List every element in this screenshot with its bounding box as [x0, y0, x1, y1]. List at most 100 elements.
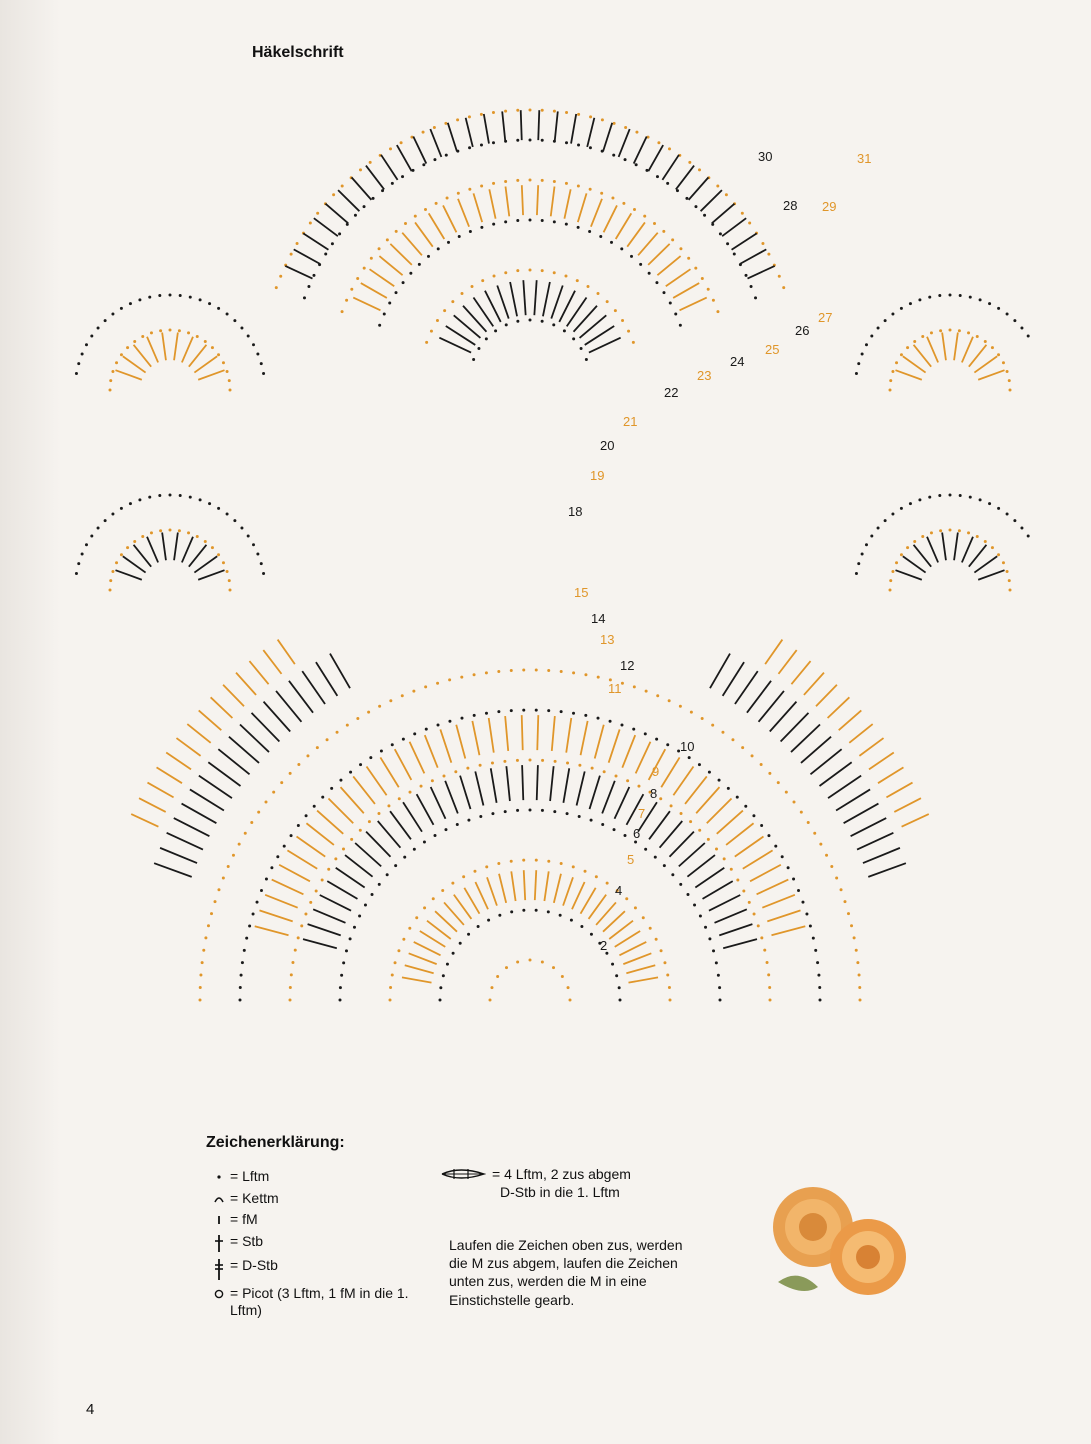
chain-dot: [889, 379, 893, 383]
stitch-mark: [826, 696, 850, 719]
stitch-mark: [302, 938, 338, 950]
stitch-mark: [453, 894, 473, 920]
stitch-mark: [464, 117, 474, 148]
stitch-mark: [867, 862, 907, 878]
chain-dot: [688, 160, 692, 164]
chain-dot: [467, 115, 471, 119]
stitch-mark: [312, 908, 346, 924]
chain-dot: [718, 232, 722, 236]
chain-dot: [158, 494, 162, 498]
chain-dot: [494, 329, 498, 333]
stitch-mark: [365, 766, 388, 796]
chain-dot: [780, 855, 784, 859]
chain-dot: [583, 869, 587, 873]
chain-dot: [576, 225, 580, 229]
chain-dot: [367, 710, 371, 714]
stitch-mark: [656, 255, 682, 276]
chain-dot: [424, 727, 428, 731]
stitch-mark: [973, 355, 998, 374]
chain-dot: [562, 329, 566, 333]
chain-dot: [141, 535, 145, 539]
chain-dot: [280, 781, 284, 785]
chain-dot: [711, 723, 715, 727]
stitch-mark: [296, 835, 326, 858]
chain-dot: [177, 329, 181, 333]
chain-dot: [647, 271, 651, 275]
stitch-mark: [423, 734, 439, 768]
chain-dot: [479, 143, 483, 147]
chain-dot: [589, 932, 593, 936]
chain-dot: [708, 937, 712, 941]
chain-dot: [596, 675, 600, 679]
chain-dot: [888, 388, 892, 392]
chain-dot: [492, 181, 496, 185]
stitch-mark: [953, 532, 959, 561]
chain-dot: [516, 319, 520, 323]
cluster-label-line1: = 4 Lftm, 2 zus abgem: [492, 1166, 631, 1182]
stitch-mark: [401, 976, 432, 984]
stitch-mark: [474, 881, 489, 910]
stitch-mark: [648, 810, 671, 840]
chain-dot: [490, 986, 494, 990]
chain-dot: [264, 800, 268, 804]
chain-dot: [377, 247, 381, 251]
chain-dot: [270, 866, 274, 870]
chain-dot: [480, 184, 484, 188]
chain-dot: [203, 539, 207, 543]
chain-dot: [227, 379, 231, 383]
stitch-mark: [197, 569, 225, 581]
chain-dot: [921, 535, 925, 539]
chain-dot: [423, 906, 427, 910]
chain-dot: [321, 795, 325, 799]
chain-dot: [687, 756, 691, 760]
stitch-mark: [315, 661, 339, 697]
chain-dot: [620, 681, 624, 685]
chain-dot: [302, 296, 306, 300]
chain-dot: [312, 273, 316, 277]
stitch-mark: [262, 649, 283, 675]
chain-dot: [84, 343, 88, 347]
chain-dot: [274, 286, 278, 290]
chain-dot: [693, 903, 697, 907]
chain-dot: [389, 699, 393, 703]
stitch-mark: [734, 670, 759, 705]
chain-dot: [473, 869, 477, 873]
chain-dot: [634, 840, 638, 844]
page-fold-shadow: [0, 0, 60, 1444]
chain-dot: [565, 812, 569, 816]
chain-dot: [666, 181, 670, 185]
chain-dot: [467, 818, 471, 822]
stitch-mark: [647, 144, 664, 172]
stitch-mark: [601, 780, 616, 814]
chain-dot: [200, 961, 204, 965]
chain-dot: [141, 335, 145, 339]
chain-dot: [371, 196, 375, 200]
stitch-mark: [446, 122, 458, 152]
stitch-mark: [706, 797, 733, 824]
chain-dot: [988, 302, 992, 306]
chain-dot: [228, 588, 232, 592]
chain-dot: [225, 312, 229, 316]
stitch-mark: [161, 532, 167, 561]
stitch-mark: [250, 712, 281, 743]
chain-dot: [623, 158, 627, 162]
chain-dot: [689, 820, 693, 824]
stitch-mark: [471, 720, 481, 756]
stitch-mark: [699, 189, 723, 212]
chain-dot: [330, 786, 334, 790]
chain-dot: [424, 685, 428, 689]
stitch-mark: [835, 788, 871, 812]
stitch-mark: [687, 176, 710, 201]
stitch-mark: [815, 684, 838, 707]
chain-dot: [522, 708, 526, 712]
chain-dot: [759, 762, 763, 766]
picot-icon: [208, 1285, 230, 1301]
chain-dot: [913, 539, 917, 543]
chain-dot: [630, 254, 634, 258]
chain-dot: [444, 828, 448, 832]
stitch-mark: [188, 344, 208, 368]
chain-dot: [854, 948, 858, 952]
chain-dot: [198, 998, 202, 1002]
chain-dot: [846, 912, 850, 916]
chain-dot: [643, 214, 647, 218]
